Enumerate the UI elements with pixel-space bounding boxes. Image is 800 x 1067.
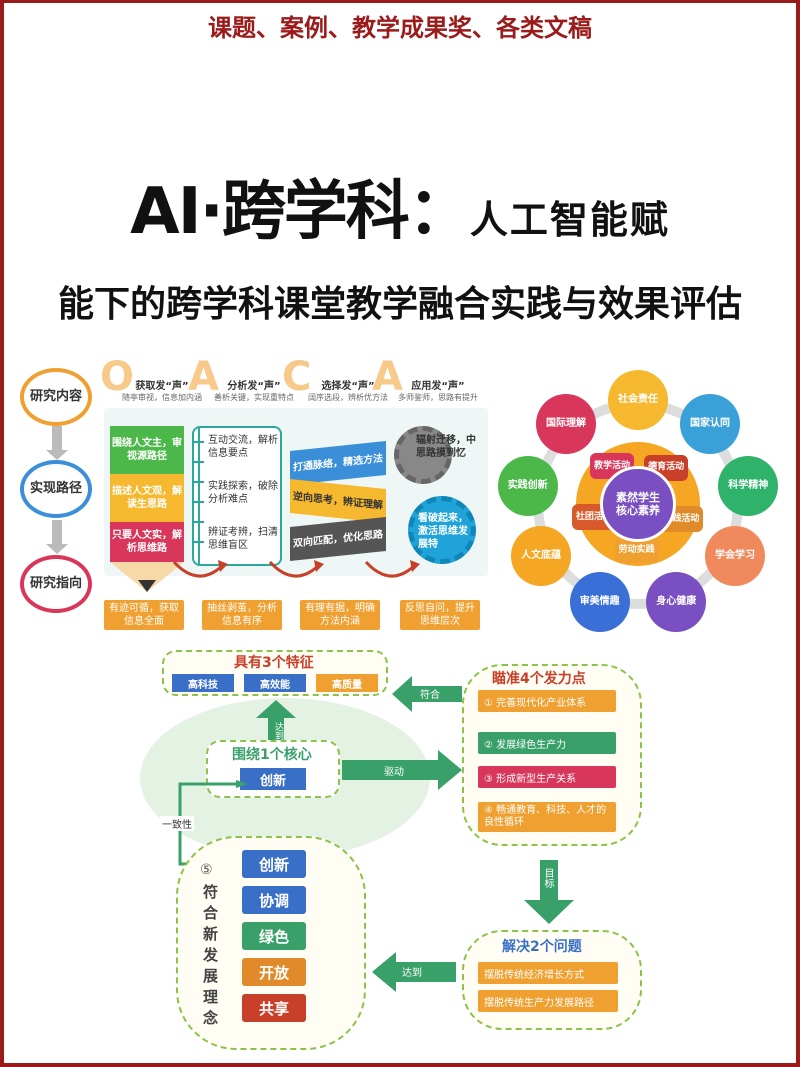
wheel-outer-circle: 实践创新	[497, 455, 558, 516]
outcome-box-3: 有理有据，明确方法内涵	[300, 600, 380, 630]
reach-arrow-2	[372, 952, 456, 992]
pencil-seg-1: 围绕人文主，审视源路径	[110, 426, 184, 474]
wheel-outer-circle: 社会责任	[608, 370, 668, 430]
concepts-vertical: 符合新发展理念	[201, 884, 219, 1031]
title-line-2: 能下的跨学科课堂教学融合实践与效果评估	[57, 284, 742, 325]
reach-label: 达到	[273, 722, 283, 740]
oaca-diagram: 研究内容 实现路径 研究指向 O A C A 获取发“声”随亭审视，信息加内涵 …	[20, 354, 490, 640]
pill-implementation: 实现路径	[20, 460, 92, 518]
four-points-title: 瞄准4个发力点	[492, 671, 586, 687]
letter-a2: A	[372, 354, 403, 400]
pill-research-direction: 研究指向	[20, 555, 92, 613]
wheel-outer-circle: 审美情趣	[569, 571, 630, 632]
point-bar-2: ② 发展绿色生产力	[478, 732, 616, 754]
outcome-box-1: 有迹可循，获取信息全面	[104, 600, 184, 630]
col-head-2: 分析发“声”善析关键，实现重特点	[208, 380, 300, 403]
col2-item-1: 互动交流，解析信息要点	[208, 435, 278, 459]
outcome-box-2: 抽丝剥茧，分析信息有序	[202, 600, 282, 630]
wheel-inner-segment: 劳动实践	[614, 536, 659, 563]
goal-arrow	[524, 860, 574, 924]
concept-button: 绿色	[242, 922, 306, 950]
feature-tag-3: 高质量	[316, 674, 378, 692]
top-banner: 课题、案例、教学成果奖、各类文稿	[208, 13, 592, 42]
concept-button: 创新	[242, 850, 306, 878]
col-head-2-sub: 善析关键，实现重特点	[214, 393, 294, 402]
col-head-3-title: 选择发“声”	[321, 381, 375, 392]
col4-item-1: 辐射迁移，中思路摸到忆	[416, 435, 476, 459]
letter-c: C	[282, 354, 312, 400]
pencil-seg-3: 只要人文实，解析思维路	[110, 522, 184, 562]
wheel-outer-circle: 科学精神	[718, 455, 779, 516]
col2-box: 互动交流，解析信息要点 实践探索，破除分析难点 辨证考辨，扫清思维盲区	[192, 426, 282, 566]
core-tag: 创新	[240, 768, 306, 790]
col4-item-2: 看破起来，激活思维发展特	[418, 513, 468, 550]
letter-o: O	[100, 354, 135, 400]
col-head-4: 应用发“声”多师鉴师，思路有提升	[392, 380, 484, 403]
letter-a1: A	[188, 354, 219, 400]
two-problems-title: 解决2个问题	[502, 939, 582, 955]
fit-arrow	[392, 676, 462, 712]
pencil-seg-2: 描述人文观，解读生思路	[110, 474, 184, 522]
wheel-outer-circle: 国际理解	[536, 394, 596, 455]
reach-arrow	[256, 700, 296, 746]
concept-button: 开放	[242, 958, 306, 986]
gear-icon-2	[408, 496, 476, 564]
col-head-1: 获取发“声”随亭审视，信息加内涵	[116, 380, 208, 403]
title-line-1: AI·跨学科：人工智能赋	[0, 160, 800, 252]
concept-button: 共享	[242, 994, 306, 1022]
concept-button: 协调	[242, 886, 306, 914]
col2-ladder	[194, 428, 204, 564]
title-big: AI·跨学科	[130, 175, 410, 249]
pill-arrows	[46, 426, 68, 554]
drive-arrow	[342, 750, 462, 790]
col-head-4-title: 应用发“声”	[411, 381, 465, 392]
outcome-box-4: 反思自问，提升思维层次	[400, 600, 480, 630]
pill-research-content: 研究内容	[20, 368, 92, 426]
wheel-outer-circle: 国家认同	[679, 394, 740, 455]
col-head-1-sub: 随亭审视，信息加内涵	[122, 393, 202, 402]
goal-label: 目标	[542, 868, 553, 888]
col-head-2-title: 分析发“声”	[227, 381, 281, 392]
col2-item-2: 实践探索，破除分析难点	[208, 481, 278, 505]
col-head-3-sub: 阔序选段，辨析优方法	[308, 393, 388, 402]
title-small: 人工智能赋	[469, 198, 670, 242]
feature-tag-1: 高科技	[172, 674, 234, 692]
concepts-num: ⑤	[200, 862, 213, 878]
three-features-title: 具有3个特征	[234, 655, 314, 671]
problem-bar-2: 摆脱传统生产力发展路径	[478, 990, 618, 1012]
point-bar-3: ③ 形成新型生产关系	[478, 766, 616, 788]
point-bar-1: ① 完善现代化产业体系	[478, 690, 616, 712]
wheel-outer-circle: 身心健康	[646, 571, 707, 632]
consistency-label: 一致性	[160, 816, 194, 831]
feature-tag-2: 高效能	[244, 674, 306, 692]
col-head-3: 选择发“声”阔序选段，辨析优方法	[302, 380, 394, 403]
reach2-label: 达到	[402, 968, 422, 979]
title-colon: ：	[407, 175, 472, 249]
wheel-center: 素然学生核心素养	[600, 466, 676, 542]
core-title: 围绕1个核心	[232, 747, 312, 763]
point-bar-4: ④ 畅通教育、科技、人才的良性循环	[478, 802, 616, 832]
gear-icon-1	[394, 426, 452, 484]
bottom-diagram: 具有3个特征 高科技 高效能 高质量 达到 围绕1个核心 创新 符合 驱动 一致…	[0, 640, 800, 1067]
drive-label: 驱动	[384, 767, 404, 778]
col-head-1-title: 获取发“声”	[135, 381, 189, 392]
competency-wheel: 教学活动德育活动实践活动劳动实践社团活动 素然学生核心素养 社会责任国家认同科学…	[486, 368, 790, 640]
col2-item-3: 辨证考辨，扫清思维盲区	[208, 527, 278, 551]
fit-label: 符合	[420, 690, 440, 701]
problem-bar-1: 摆脱传统经济增长方式	[478, 962, 618, 984]
curved-arrows	[172, 560, 420, 578]
wheel-outer-circle: 学会学习	[704, 526, 765, 586]
wheel-outer-circle: 人文底蕴	[511, 526, 571, 586]
col-head-4-sub: 多师鉴师，思路有提升	[398, 393, 478, 402]
pencil-tip	[110, 562, 184, 592]
